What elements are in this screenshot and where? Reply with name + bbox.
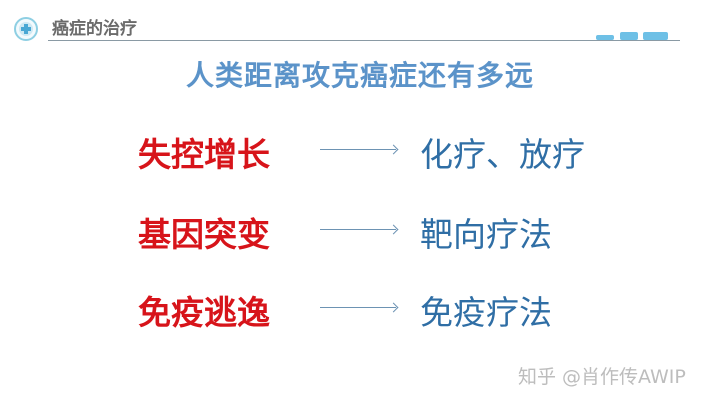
watermark: 知乎 @肖作传AWIP [518,366,686,388]
cause-treatment-row: 失控增长 化疗、放疗 [0,124,720,174]
cause-treatment-row: 免疫逃逸 免疫疗法 [0,282,720,332]
cause-text: 失控增长 [138,135,270,174]
cause-text: 免疫逃逸 [138,293,270,332]
decorative-bar [643,32,668,40]
header-divider [48,40,680,41]
arrow-right-icon [320,149,396,150]
decorative-bar [596,35,614,40]
treatment-text: 化疗、放疗 [420,135,585,174]
cause-text: 基因突变 [138,215,270,254]
header-icon [14,17,38,41]
slide-title: 人类距离攻克癌症还有多远 [185,59,534,92]
arrow-right-icon [320,307,396,308]
decorative-bar [620,32,638,40]
treatment-text: 靶向疗法 [420,215,552,254]
treatment-text: 免疫疗法 [420,293,552,332]
arrow-right-icon [320,229,396,230]
cause-treatment-row: 基因突变 靶向疗法 [0,204,720,254]
header-title: 癌症的治疗 [52,19,137,39]
